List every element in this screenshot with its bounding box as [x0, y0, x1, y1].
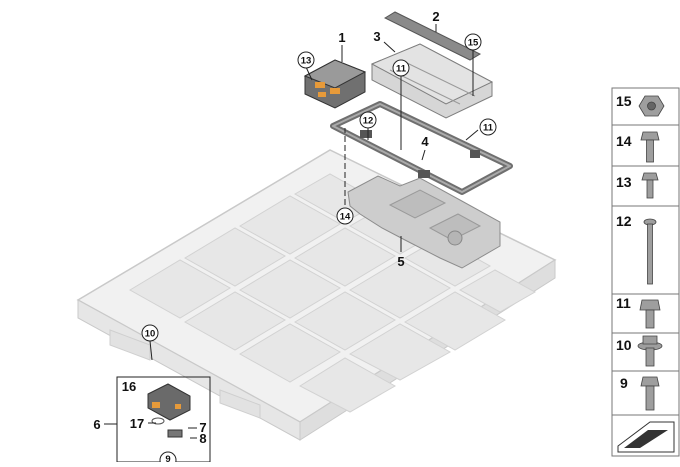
callout-3: 3 — [373, 29, 380, 44]
module-part-16 — [147, 383, 191, 438]
callout-12: 12 — [363, 116, 374, 127]
callout-11-top: 11 — [396, 64, 407, 75]
sidebar-item-10: 10 — [616, 337, 632, 353]
callout-10: 10 — [145, 329, 156, 340]
callout-13: 13 — [301, 56, 312, 67]
cover-plate-part-5 — [347, 175, 501, 269]
arrow-icon — [617, 421, 675, 453]
callout-17: 17 — [130, 416, 144, 431]
callout-6: 6 — [93, 417, 100, 432]
sidebar-item-9: 9 — [620, 375, 628, 391]
callout-1: 1 — [338, 30, 345, 45]
callout-5: 5 — [397, 254, 404, 269]
callout-2: 2 — [432, 9, 439, 24]
callout-9: 9 — [165, 454, 170, 462]
callout-11-right: 11 — [483, 123, 494, 134]
callout-14: 14 — [340, 212, 351, 223]
callout-16: 16 — [122, 379, 136, 394]
sidebar-item-12: 12 — [616, 213, 632, 229]
callout-8: 8 — [199, 431, 206, 446]
strip-part-2 — [383, 11, 482, 61]
circled-callouts — [141, 33, 497, 467]
sidebar-item-15: 15 — [616, 93, 632, 109]
callout-15: 15 — [468, 38, 479, 49]
sidebar-item-11: 11 — [616, 295, 631, 311]
callout-4: 4 — [421, 134, 429, 149]
callout-7: 7 — [199, 420, 206, 435]
control-unit-part-1 — [303, 59, 367, 109]
fastener-sidebar — [611, 87, 680, 457]
fastener-icons — [637, 95, 665, 411]
sidebar-item-14: 14 — [616, 133, 632, 149]
sidebar-item-13: 13 — [616, 174, 632, 190]
frame-part-4 — [330, 101, 513, 195]
